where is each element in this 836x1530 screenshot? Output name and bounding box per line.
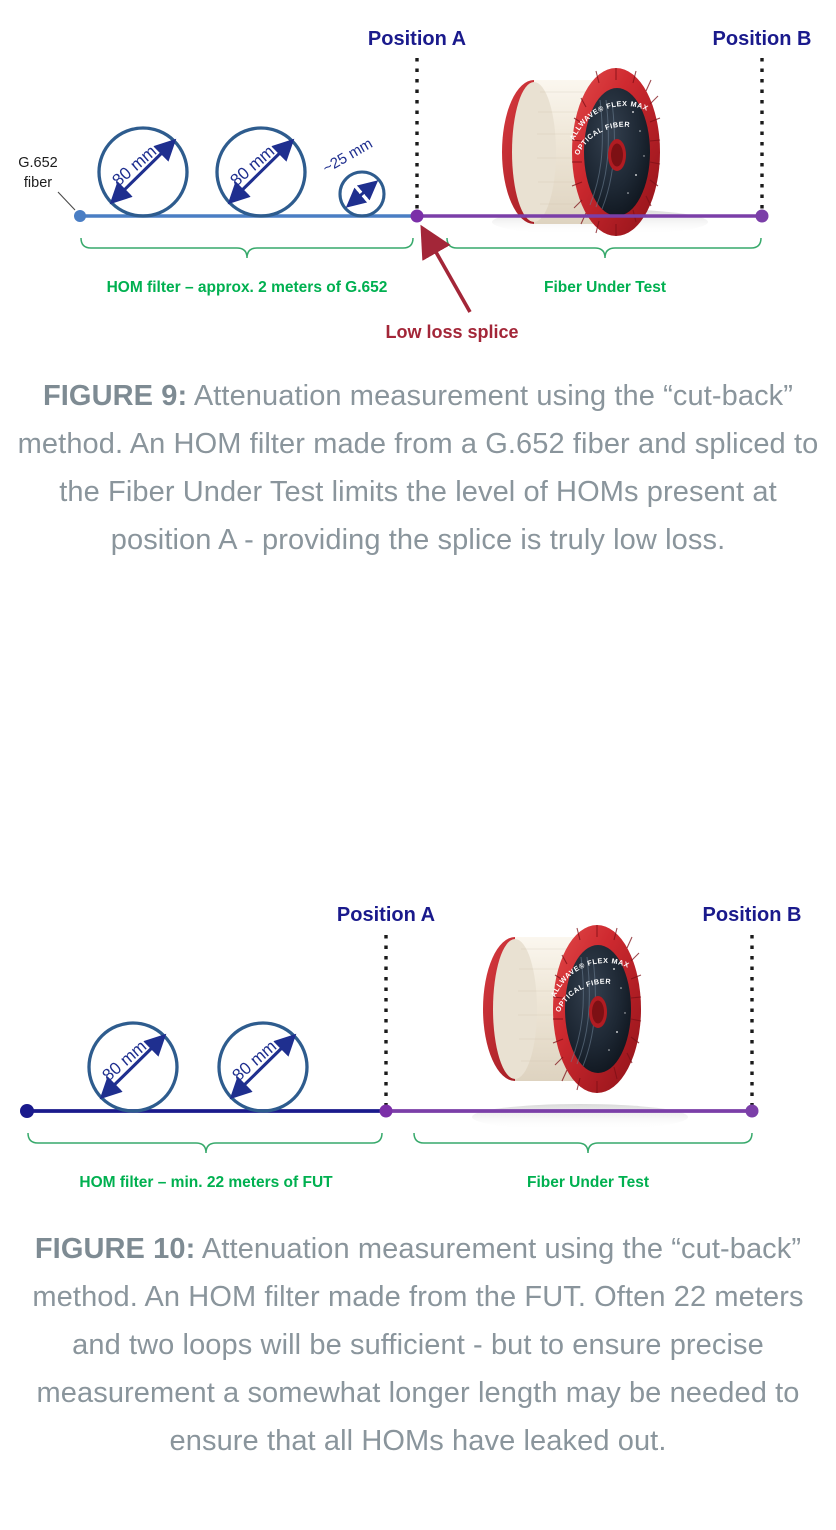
figure-10-diagram: Position A Position B [0,885,836,1205]
figure-10-hom-filter-brace [27,1132,383,1154]
figure-9-caption-label: FIGURE 9: [42,380,188,412]
figure-9-source-label-line1: G.652 [18,155,58,171]
figure-9-hom-filter-brace-label: HOM filter – approx. 2 meters of G.652 [107,279,388,296]
figure-10-loop-1: 80 mm [87,1021,179,1113]
figure-10-block: Position A Position B [0,885,836,1530]
figure-10-fut-brace [413,1132,753,1154]
figure-9-block: Position A Position B [0,0,836,620]
figure-9-hom-filter-brace [80,237,414,259]
figure-10-position-a-dot [379,1104,393,1118]
figure-9-loop-3-label: ~25 mm [320,135,376,177]
figure-9-position-b-dot [755,209,769,223]
figure-9-loop-3: ~25 mm [320,135,386,218]
figure-9-caption-text: Attenuation measurement using the “cut-b… [17,380,819,556]
figure-10-fiber-spool: ALLWAVE® FLEX MAX OPTICAL FIBER [472,925,688,1130]
figure-9-fut-brace [446,237,762,259]
figure-9-source-leader-line [57,191,76,211]
figure-9-fiber-spool: ALLWAVE® FLEX MAX OPTICAL FIBER [492,68,708,236]
figure-10-caption-label: FIGURE 10: [34,1233,196,1265]
figure-9-loop-2: 80 mm [215,126,307,218]
figure-9-position-b-label: Position B [713,28,812,50]
figure-10-hom-filter-brace-label: HOM filter – min. 22 meters of FUT [79,1174,333,1191]
figure-10-loop-2: 80 mm [217,1021,309,1113]
figure-9-position-a-label: Position A [368,28,466,50]
figure-9-fut-brace-label: Fiber Under Test [544,279,666,296]
figure-9-splice-label: Low loss splice [385,322,518,342]
figure-10-fut-brace-label: Fiber Under Test [527,1174,649,1191]
figure-9-source-label-line2: fiber [24,175,52,191]
figure-9-loop-1: 80 mm [97,126,189,218]
figure-10-fiber-start-dot [20,1104,34,1118]
figure-10-position-b-dot [745,1104,759,1118]
figure-10-caption: FIGURE 10: Attenuation measurement using… [0,1225,836,1465]
figure-9-source-fiber-label: G.652 fiber [18,155,76,211]
figure-9-splice-arrow [420,224,472,313]
figure-9-splice-dot [410,209,424,223]
figure-10-position-a-label: Position A [337,904,435,926]
figure-10-caption-text: Attenuation measurement using the “cut-b… [32,1233,804,1457]
figure-10-loop-2-label: 80 mm [229,1037,281,1085]
figure-9-loop-2-label: 80 mm [227,142,279,190]
figure-10-position-b-label: Position B [703,904,802,926]
figure-9-fiber-start-dot [74,210,86,222]
figure-9-caption: FIGURE 9: Attenuation measurement using … [0,372,836,564]
figure-9-diagram: Position A Position B [0,0,836,345]
figure-9-loop-1-label: 80 mm [109,142,161,190]
figure-10-loop-1-label: 80 mm [99,1037,151,1085]
